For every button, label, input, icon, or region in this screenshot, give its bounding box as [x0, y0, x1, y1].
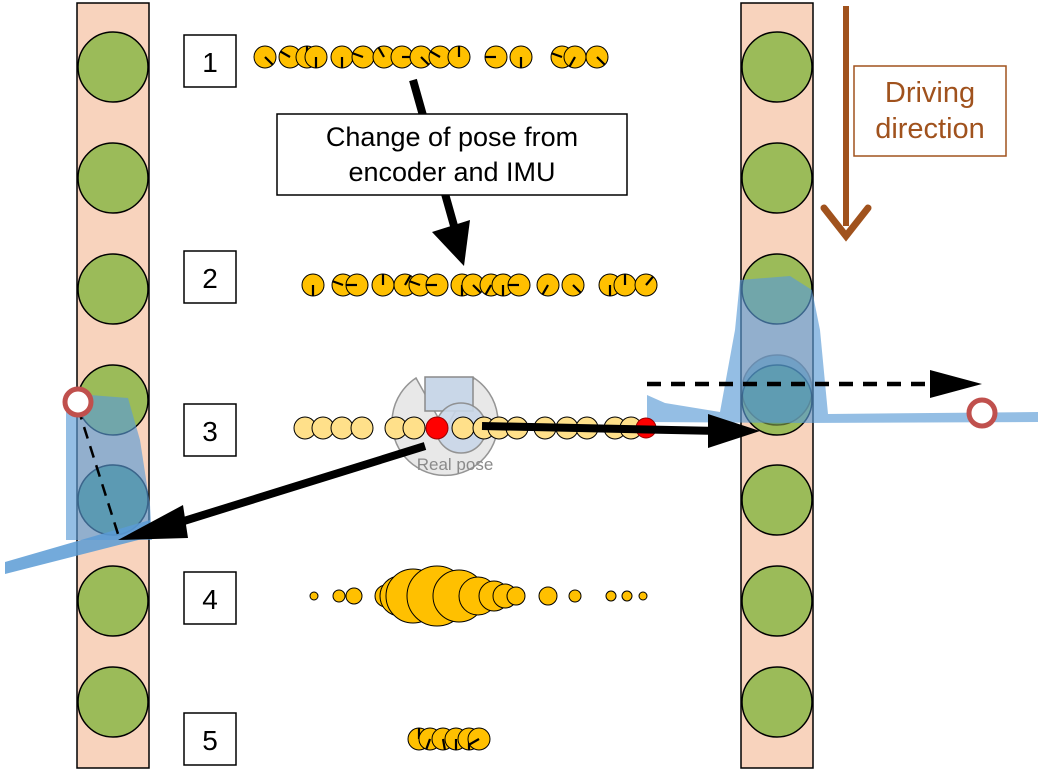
driving-direction-line-2: direction: [875, 113, 985, 145]
callout-line-1: Change of pose from: [326, 122, 578, 152]
particle-icon: [332, 589, 346, 603]
particle-icon: [568, 589, 582, 603]
particle-icon: [345, 273, 369, 297]
tree-trunk-icon: [741, 464, 813, 536]
tree-trunk-icon: [77, 31, 149, 103]
callout-box: [276, 113, 628, 196]
real-pose-label: Real pose: [417, 455, 494, 474]
particle-icon: [371, 273, 395, 297]
laser-ray-left: [76, 407, 120, 535]
particle-icon: [585, 45, 609, 69]
end-marker-icon: [966, 397, 998, 429]
driving-direction-box: [853, 65, 1007, 157]
particle-icon: [621, 590, 633, 602]
step-3: 3: [183, 403, 237, 457]
particle-icon: [409, 45, 433, 69]
particle-icon: [345, 587, 363, 605]
particle-icon: [634, 273, 658, 297]
particle-icon: [309, 591, 319, 601]
particle-icon: [509, 45, 533, 69]
particle-icon: [605, 590, 617, 602]
particle-icon: [402, 416, 426, 440]
step-4: 4: [183, 571, 237, 625]
particle-icon: [461, 273, 485, 297]
step-2: 2: [183, 250, 237, 304]
laser-ray-right-arrowhead: [930, 370, 982, 398]
laser-scan-left: [5, 395, 152, 574]
pose-arrow-right: [481, 422, 721, 435]
tree-trunk-icon: [741, 142, 813, 214]
step-label: 2: [202, 263, 218, 294]
pose-arrow-left: [153, 442, 427, 534]
tree-trunk-icon: [77, 666, 149, 738]
pose-arrow-right-head: [708, 414, 760, 448]
step-1: 1: [183, 34, 237, 88]
step-label: 3: [202, 416, 218, 447]
step-label: 4: [202, 584, 218, 615]
particle-icon: [301, 273, 325, 297]
particle-icon: [330, 45, 354, 69]
step-label: 1: [202, 47, 218, 78]
particle-icon: [253, 45, 277, 69]
particle-icon: [350, 416, 374, 440]
particle-icon: [613, 273, 637, 297]
tree-trunk-icon: [77, 142, 149, 214]
callout-line-2: encoder and IMU: [348, 157, 555, 187]
particle-icon: [304, 45, 328, 69]
step-5: 5: [183, 712, 237, 766]
step-label: 5: [202, 725, 218, 756]
end-marker-icon: [62, 386, 94, 418]
red-point-left: [425, 416, 449, 440]
tree-trunk-icon: [741, 31, 813, 103]
pose-arrow-left-head: [118, 505, 188, 540]
tree-trunk-icon: [77, 565, 149, 637]
particle-icon: [467, 727, 491, 751]
particle-icon: [451, 416, 475, 440]
particle-icon: [507, 273, 531, 297]
particle-icon: [425, 273, 449, 297]
particle-icon: [561, 273, 585, 297]
particle-icon: [484, 45, 508, 69]
tree-trunk-icon: [741, 565, 813, 637]
driving-direction-arrowhead: [820, 204, 872, 242]
particle-icon: [563, 45, 587, 69]
tree-trunk-icon: [741, 666, 813, 738]
tree-trunk-icon: [77, 253, 149, 325]
particle-icon: [536, 273, 560, 297]
particle-icon: [351, 45, 375, 69]
particle-icon: [330, 416, 354, 440]
particle-icon: [506, 586, 526, 606]
motion-arrow-head: [432, 220, 470, 266]
particle-icon: [447, 45, 471, 69]
particle-icon: [278, 45, 302, 69]
particle-icon: [638, 591, 648, 601]
particle-icon: [538, 586, 558, 606]
driving-direction-line-1: Driving: [885, 77, 975, 109]
